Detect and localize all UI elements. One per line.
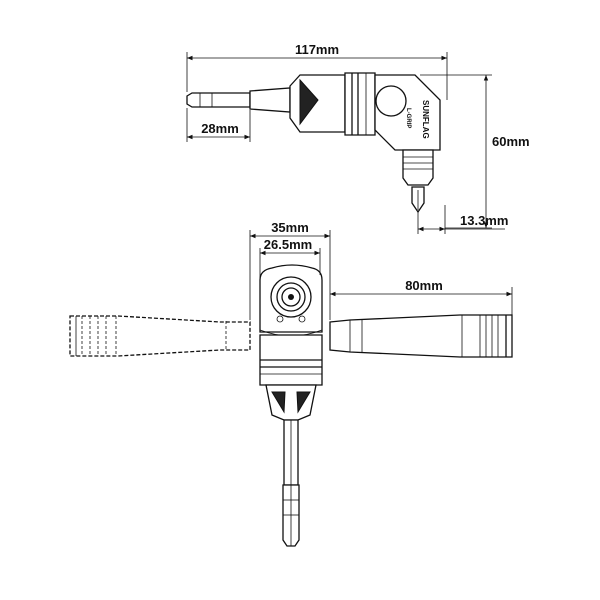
dimension-height: 60mm: [420, 74, 530, 229]
left-handle: [69, 315, 251, 357]
hex-bit-shank: [186, 87, 291, 113]
dimension-bit-length: 28mm: [186, 108, 251, 142]
label-26-5mm: 26.5mm: [264, 237, 312, 252]
label-13-3mm: 13.3mm: [460, 213, 508, 228]
label-35mm: 35mm: [271, 220, 309, 235]
driver-head: [259, 264, 323, 547]
logo-brand: SUNFLAG: [421, 100, 430, 139]
right-handle: [329, 314, 513, 358]
side-view: SUNFLAG L-GRIP 117mm 28mm 60m: [186, 42, 530, 234]
dimension-overall-length: 117mm: [186, 42, 448, 100]
label-28mm: 28mm: [201, 121, 239, 136]
driver-body: SUNFLAG L-GRIP: [289, 72, 441, 214]
dimension-head-width-outer: 35mm: [249, 220, 331, 320]
label-117mm: 117mm: [295, 42, 339, 57]
logo-model: L-GRIP: [405, 108, 411, 128]
label-60mm: 60mm: [492, 134, 530, 149]
dimension-bit-offset: 13.3mm: [417, 205, 508, 234]
front-view: 35mm 26.5mm 80mm: [69, 220, 513, 547]
dimension-handle-length: 80mm: [330, 278, 513, 315]
label-80mm: 80mm: [405, 278, 443, 293]
dimension-head-width-inner: 26.5mm: [259, 237, 321, 280]
